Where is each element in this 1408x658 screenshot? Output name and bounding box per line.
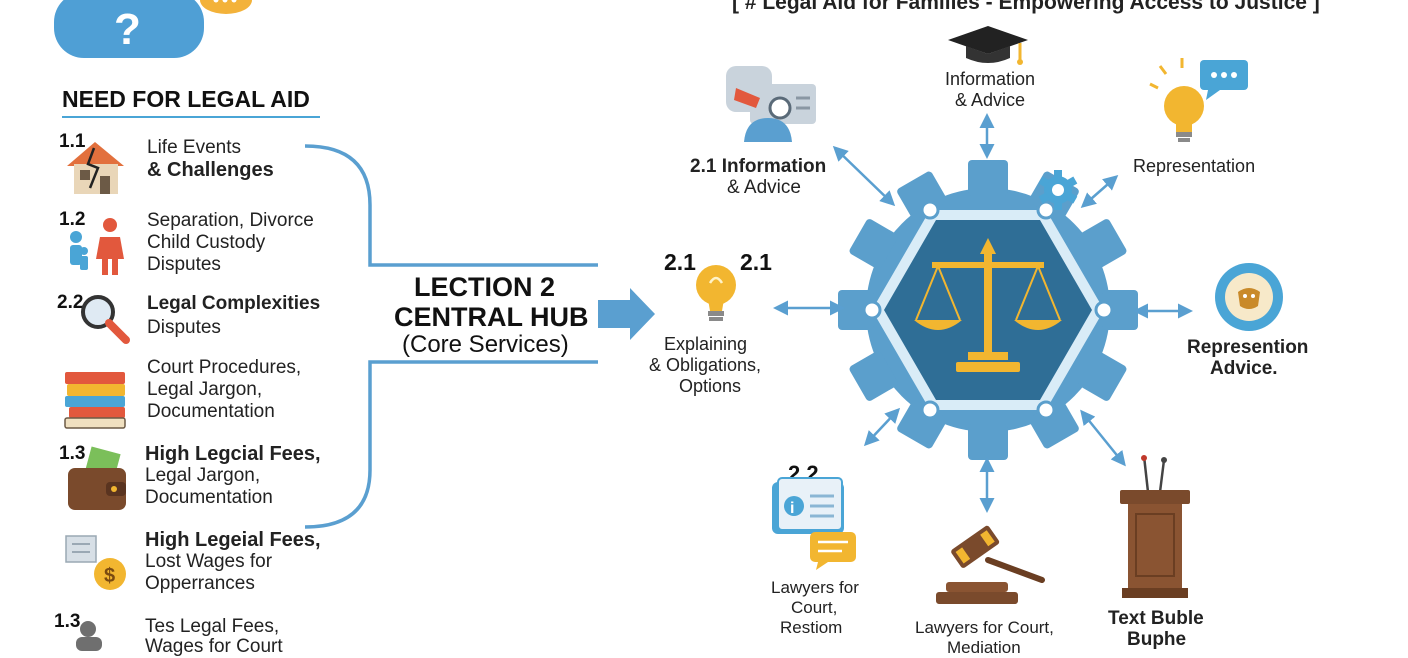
svg-text:i: i [790, 500, 794, 517]
hub-subtitle: CENTRAL HUB [394, 302, 589, 332]
item-line: Tes Legal Fees, [145, 616, 280, 637]
item-line: Opperrances [145, 573, 255, 594]
id-card-icon [726, 66, 816, 142]
center-line: & Obligations, [649, 355, 762, 375]
info-left-line: & Advice [727, 177, 801, 198]
text-bubble-line: Buphe [1127, 629, 1187, 650]
item-line: Legal Jargon, [147, 379, 263, 400]
center-line: Explaining [664, 334, 748, 354]
item-number: 1.2 [59, 209, 86, 230]
item-line: Court Procedures, [147, 357, 302, 378]
need-for-legal-aid-heading: NEED FOR LEGAL AID [62, 86, 310, 112]
item-line: High Legcial Fees, [145, 443, 321, 465]
text-bubble-line: Text Buble [1108, 608, 1204, 629]
info-top-line: Information [945, 69, 1036, 89]
books-icon [64, 372, 126, 429]
representation-top-label: Representation [1133, 156, 1256, 176]
item-line: Disputes [147, 317, 221, 338]
item-line: Lost Wages for [145, 551, 273, 572]
lawyers-left-line: Court, [791, 598, 838, 617]
item-line: Legal Complexities [147, 293, 321, 314]
center-line: Options [679, 376, 742, 396]
item-number: 1.3 [59, 443, 86, 464]
hub-title: LECTION 2 [414, 272, 556, 302]
wallet-icon [68, 446, 126, 510]
lawyers-mid-line: Mediation [947, 638, 1021, 657]
worker-icon [76, 621, 102, 651]
item-line: High Legeial Fees, [145, 529, 321, 551]
info-document-icon: i [772, 477, 856, 570]
item-line: Documentation [145, 487, 273, 508]
question-bubble-icon: ? [54, 0, 252, 58]
hub-caption: (Core Services) [402, 331, 569, 358]
representation-right-line: Represention [1187, 337, 1309, 358]
item-number: 1.1 [59, 131, 86, 152]
center-number-left: 2.1 [664, 249, 696, 275]
item-line: Life Events [147, 137, 241, 158]
lawyers-left-line: Restiom [780, 618, 843, 637]
svg-text:?: ? [114, 5, 141, 54]
svg-text:$: $ [104, 565, 115, 587]
scales-of-justice-icon [914, 238, 1062, 372]
broken-house-icon [67, 142, 124, 194]
heading-underline [62, 116, 320, 118]
item-line: Separation, Divorce [147, 210, 314, 231]
magnifying-glass-icon [81, 295, 130, 344]
podium-icon [1120, 455, 1190, 598]
info-left-line: 2.1 Information [690, 156, 827, 177]
representation-right-line: Advice. [1210, 358, 1278, 379]
gavel-icon [936, 525, 1045, 604]
family-icon [70, 218, 124, 275]
graduation-cap-icon [948, 26, 1028, 65]
item-line: Disputes [147, 254, 221, 275]
item-number: 1.3 [54, 611, 81, 632]
item-line: Legal Jargon, [145, 465, 261, 486]
item-line: Child Custody [147, 232, 266, 253]
banner-title: [ # Legal Aid for Families - Empowering … [732, 0, 1320, 14]
idea-chat-icon [1149, 58, 1248, 142]
badge-icon [1215, 263, 1283, 331]
item-line: Documentation [147, 401, 275, 422]
item-line: & Challenges [147, 159, 274, 181]
lost-wages-icon: $ [65, 535, 126, 590]
item-number: 2.2 [57, 292, 84, 313]
info-top-line: & Advice [955, 90, 1026, 110]
center-number-right: 2.1 [740, 249, 772, 275]
lightbulb-icon [696, 265, 736, 321]
lawyers-left-line: Lawyers for [771, 578, 859, 597]
lawyers-mid-line: Lawyers for Court, [915, 618, 1054, 637]
